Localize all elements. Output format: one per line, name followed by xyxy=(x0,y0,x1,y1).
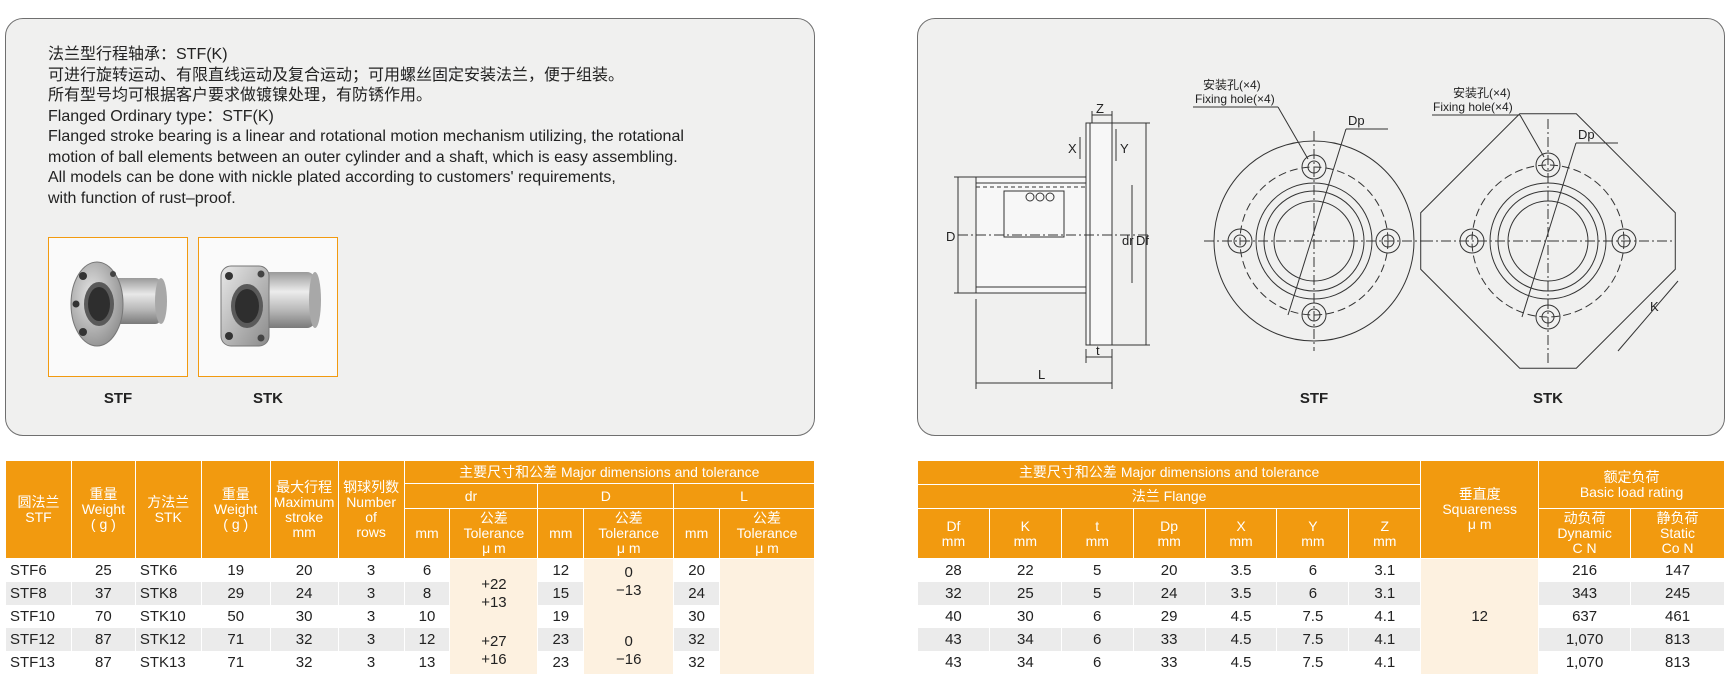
header-weight-stf: 重量 Weight ( g ) xyxy=(70,460,136,559)
header-major-dimensions-right: 主要尺寸和公差 Major dimensions and tolerance xyxy=(916,460,1422,485)
header-max-stroke: 最大行程 Maximum stroke mm xyxy=(269,460,339,559)
stk-front-view xyxy=(1420,113,1679,369)
square-flange-bearing-icon xyxy=(220,265,321,347)
header-dr-mm: mm xyxy=(403,508,451,559)
tolerance-d-a: 0 −13 xyxy=(583,558,675,605)
description-text: 法兰型行程轴承：STF(K) 可进行旋转运动、有限直线运动及复合运动；可用螺丝固… xyxy=(48,45,684,209)
product-description-panel: 法兰型行程轴承：STF(K) 可进行旋转运动、有限直线运动及复合运动；可用螺丝固… xyxy=(5,18,815,436)
description-line: motion of ball elements between an outer… xyxy=(48,148,678,166)
squareness-value: 12 xyxy=(1420,558,1540,674)
header-dynamic: 动负荷 Dynamic C N xyxy=(1538,508,1632,559)
dim-label-k: K xyxy=(1650,299,1659,314)
description-line: 可进行旋转运动、有限直线运动及复合运动；可用螺丝固定安装法兰，便于组装。 xyxy=(48,66,625,84)
tolerance-l xyxy=(719,558,815,674)
dim-label-d: D xyxy=(946,229,955,244)
dim-label-x: X xyxy=(1068,141,1077,156)
description-line: 法兰型行程轴承：STF(K) xyxy=(48,46,228,63)
header-rows: 钢球列数 Number of rows xyxy=(337,460,405,559)
description-line: Flanged Ordinary type：STF(K) xyxy=(48,107,274,125)
header-d-tolerance: 公差 Tolerance μ m xyxy=(583,508,675,559)
header-y: Y mm xyxy=(1276,508,1350,559)
header-d: D xyxy=(537,483,675,509)
dim-label-df: Df xyxy=(1136,233,1149,248)
header-t: t mm xyxy=(1060,508,1134,559)
header-z: Z mm xyxy=(1348,508,1422,559)
round-flange-bearing-icon xyxy=(70,261,167,347)
header-weight-stk: 重量 Weight ( g ) xyxy=(200,460,271,559)
header-k: K mm xyxy=(988,508,1062,559)
dim-label-dr: dr xyxy=(1122,233,1134,248)
description-line: with function of rust–proof. xyxy=(48,189,236,207)
stf-drawing-caption: STF xyxy=(1299,390,1329,407)
header-major-dimensions: 主要尺寸和公差 Major dimensions and tolerance xyxy=(403,460,816,484)
tolerance-dr-a: +22 +13 xyxy=(449,558,539,628)
dim-label-z: Z xyxy=(1096,101,1104,116)
header-l-tolerance: 公差 Tolerance μ m xyxy=(719,508,815,559)
dimension-table-right: 主要尺寸和公差 Major dimensions and tolerance 垂… xyxy=(916,460,1725,674)
description-line: Flanged stroke bearing is a linear and r… xyxy=(48,128,684,145)
stf-photo-caption: STF xyxy=(103,390,133,407)
header-x: X mm xyxy=(1204,508,1278,559)
header-dr: dr xyxy=(403,483,539,509)
header-stk: 方法兰 STK xyxy=(134,460,202,559)
header-basic-load: 额定负荷 Basic load rating xyxy=(1538,460,1725,509)
header-flange: 法兰 Flange xyxy=(916,484,1422,509)
stk-photo-caption: STK xyxy=(253,390,283,407)
fixing-hole-label-stk-en: Fixing hole(×4) xyxy=(1433,100,1513,114)
stk-drawing-caption: STK xyxy=(1533,390,1563,407)
fixing-hole-label-stf-cn: 安装孔(×4) xyxy=(1203,77,1261,92)
header-squareness: 垂直度 Squareness μ m xyxy=(1420,460,1540,559)
dim-label-dp-stf: Dp xyxy=(1348,113,1365,128)
dimension-drawing: Z X Y D dr Df t L Dp Dp K 安装孔(×4) Fixing… xyxy=(946,77,1679,389)
dim-label-l: L xyxy=(1038,367,1045,382)
header-stf: 圆法兰 STF xyxy=(5,460,72,559)
header-dr-tolerance: 公差 Tolerance μ m xyxy=(449,508,539,559)
ball-race-shape xyxy=(1003,190,1065,238)
header-static: 静负荷 Static Co N xyxy=(1630,508,1725,559)
header-d-mm: mm xyxy=(537,508,585,559)
stk-photo xyxy=(198,237,338,377)
stf-front-view xyxy=(1193,106,1424,351)
fixing-hole-label-stf-en: Fixing hole(×4) xyxy=(1195,92,1275,106)
header-l: L xyxy=(673,483,815,509)
dim-label-t: t xyxy=(1096,343,1100,358)
fixing-hole-label-stk-cn: 安装孔(×4) xyxy=(1453,85,1511,100)
description-line: All models can be done with nickle plate… xyxy=(48,169,616,186)
tolerance-d-b: 0 −16 xyxy=(583,628,675,674)
stf-photo xyxy=(48,237,188,377)
tolerance-dr-b: +27 +16 xyxy=(449,628,539,674)
header-l-mm: mm xyxy=(673,508,721,559)
description-line: 所有型号均可根据客户要求做镀镍处理，有防锈作用。 xyxy=(48,87,433,104)
header-df: Df mm xyxy=(917,508,990,559)
dimension-table-left: 圆法兰 STF 重量 Weight ( g ) 方法兰 STK 重量 Weigh… xyxy=(5,460,816,674)
dim-label-dp-stk: Dp xyxy=(1578,127,1595,142)
technical-drawing-panel: Z X Y D dr Df t L Dp Dp K 安装孔(×4) Fixing… xyxy=(917,18,1725,436)
dim-label-y: Y xyxy=(1120,141,1129,156)
header-dp: Dp mm xyxy=(1132,508,1206,559)
